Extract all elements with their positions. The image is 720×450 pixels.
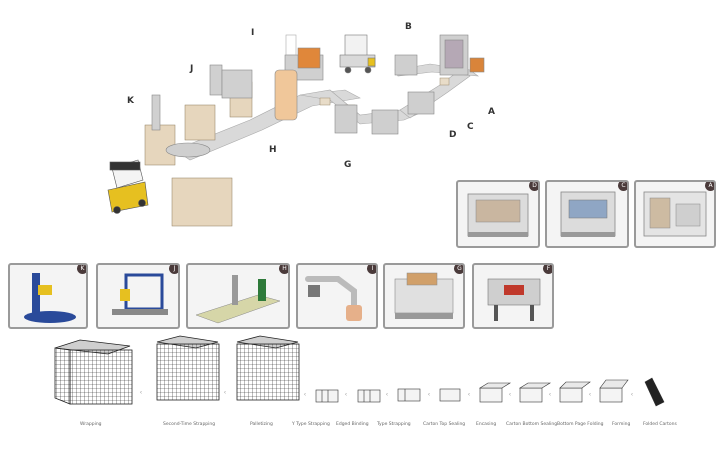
- flow-arrow: ‹: [589, 392, 591, 398]
- machine-cluster-right: [334, 34, 485, 135]
- machine-card-d[interactable]: D: [456, 180, 540, 248]
- flow-arrow: ‹: [428, 392, 430, 398]
- case-erector-image: [394, 272, 454, 319]
- step-caption: Carton Top Sealing: [423, 422, 466, 427]
- palletizing-line-image: [195, 275, 281, 324]
- flow-arrow: ‹: [304, 392, 306, 398]
- line-letter-i: I: [251, 28, 255, 38]
- wrapping-tower: [151, 64, 253, 131]
- flow-arrow: ‹: [224, 390, 226, 396]
- flow-arrow: ‹: [549, 392, 551, 398]
- carton-former-image: [643, 191, 707, 237]
- step-caption: Second-Time Strapping: [163, 422, 216, 427]
- robot-arm-image: [305, 276, 362, 321]
- step-caption: Carton Bottom Sealing: [506, 422, 558, 427]
- wrapped-pallet-1: [54, 339, 133, 405]
- encasing-machine-image: [560, 191, 616, 237]
- pallet-stacks: [144, 81, 253, 227]
- machine-card-c[interactable]: C: [545, 180, 629, 248]
- machine-card-h[interactable]: H: [186, 263, 290, 329]
- flow-arrow: ‹: [386, 392, 388, 398]
- line-letter-k: K: [127, 96, 134, 106]
- machine-card-a[interactable]: A: [634, 180, 716, 248]
- card-badge: I: [367, 265, 376, 274]
- step-caption: Folded Cartons: [643, 422, 677, 427]
- step-caption: Encasing: [476, 422, 497, 427]
- line-letter-c: C: [467, 122, 474, 132]
- machine-card-f[interactable]: F: [472, 263, 554, 329]
- machine-card-g[interactable]: G: [383, 263, 465, 329]
- flow-arrow: ‹: [345, 392, 347, 398]
- flow-arrow: ‹: [509, 392, 511, 398]
- step-caption: Type Strapping: [377, 422, 411, 427]
- flow-arrow: ‹: [468, 392, 470, 398]
- step-caption: Forming: [612, 422, 631, 427]
- card-badge: K: [77, 265, 86, 274]
- machine-card-k[interactable]: K: [8, 263, 88, 329]
- forklift-bottom: [107, 159, 149, 214]
- card-badge: A: [705, 182, 714, 191]
- card-badge: J: [169, 265, 178, 274]
- pallet-strapper-image: [112, 273, 168, 315]
- line-letter-b: B: [405, 22, 412, 32]
- card-badge: D: [529, 182, 538, 191]
- robot-palletizer: [274, 34, 324, 121]
- flow-arrow: ‹: [140, 390, 142, 396]
- carton-sealer-image: [467, 193, 529, 237]
- line-letter-d: D: [449, 130, 457, 140]
- card-badge: F: [543, 265, 552, 274]
- step-caption: Wrapping: [80, 422, 102, 427]
- line-letter-j: J: [190, 64, 194, 74]
- card-badge: G: [454, 265, 463, 274]
- step-caption: Edged Binding: [336, 422, 369, 427]
- step-caption: Y Type Strapping: [292, 422, 330, 427]
- step-caption: Palletizing: [250, 422, 273, 427]
- pallet-3: [236, 335, 300, 401]
- pallet-2: [156, 335, 220, 401]
- card-badge: C: [618, 182, 627, 191]
- step-caption: Bottom Page Folding: [557, 422, 604, 427]
- card-badge: H: [279, 265, 288, 274]
- turntable: [165, 142, 211, 158]
- line-letter-h: H: [269, 145, 277, 155]
- line-letter-g: G: [344, 160, 352, 170]
- flow-arrow: ‹: [631, 392, 633, 398]
- machine-card-i[interactable]: I: [296, 263, 378, 329]
- forklift-top: [339, 34, 376, 74]
- line-letter-a: A: [488, 107, 495, 117]
- small-cartons: [315, 377, 665, 407]
- pallet-wrapper-image: [24, 273, 76, 323]
- machine-card-j[interactable]: J: [96, 263, 180, 329]
- strapping-machine-image: [487, 278, 541, 321]
